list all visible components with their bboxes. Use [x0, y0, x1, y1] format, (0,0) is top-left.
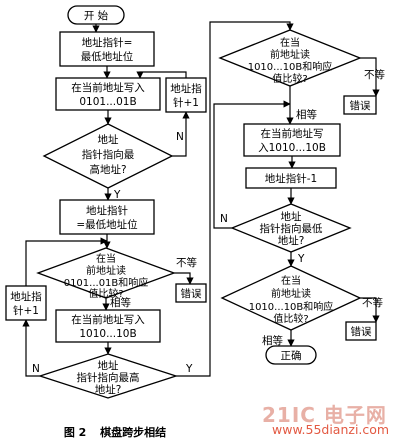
- edge-dec3-no: [213, 100, 291, 229]
- decision-highest-1-line1: 地址: [98, 133, 119, 146]
- watermark-logo: 21IC 电子网: [262, 403, 387, 427]
- cmp1-eq-label: 相等: [110, 296, 131, 309]
- figure-title: 棋盘跨步相结: [100, 426, 167, 439]
- increment-pointer-box-2: [5, 285, 47, 321]
- error-box-2: [343, 95, 377, 115]
- increment-1-line1: 地址指: [170, 82, 202, 95]
- init-pointer-box: [59, 31, 155, 67]
- cmp3-line2: 前地址读: [271, 287, 311, 300]
- edge-inc2-back: [25, 237, 108, 286]
- increment-2-line2: 针+1: [13, 304, 39, 317]
- edge-cmp3-neq: [360, 297, 380, 323]
- reset-pointer-line1: 地址指针: [86, 204, 128, 217]
- write-1010-right-line2: 入1010...10B: [258, 142, 326, 154]
- cmp1-line1: 在当: [96, 252, 116, 265]
- correct-terminal: [265, 345, 317, 365]
- decision-highest-2-line1: 地址: [98, 359, 119, 372]
- write-0101-line1: 在当前地址写入: [71, 81, 145, 94]
- edge-dec1-no: [172, 111, 190, 157]
- error-box-1: [175, 283, 207, 303]
- cmp2-line1: 在当: [280, 36, 300, 49]
- watermark-url: www.55dianzi.com: [272, 422, 390, 437]
- increment-pointer-box-1: [165, 77, 207, 113]
- figure-caption: 图 2 棋盘跨步相结: [0, 424, 230, 440]
- decision-highest-2-line2: 指针指向最高: [77, 371, 140, 384]
- cmp3-line1: 在当: [281, 274, 301, 287]
- cmp1-line2: 前地址读: [86, 264, 126, 277]
- cmp2-line3: 1010...10B和响应: [248, 60, 333, 73]
- dec3-no-label: N: [220, 213, 228, 225]
- cmp2-line4: 值比较?: [272, 72, 307, 85]
- dec3-yes-label: Y: [297, 253, 305, 265]
- dec2-no-label: N: [32, 363, 40, 375]
- init-pointer-line1: 地址指针=: [82, 36, 133, 49]
- init-pointer-line2: 最低地址位: [81, 50, 134, 63]
- correct-label: 正确: [281, 349, 302, 362]
- cmp2-line2: 前地址读: [270, 48, 310, 61]
- dec1-yes-label: Y: [113, 189, 121, 201]
- write-0101-line2: 0101...01B: [79, 96, 136, 108]
- cmp1-line4: 值比较?: [88, 287, 123, 300]
- figure-number: 图 2: [63, 426, 87, 439]
- cmp2-eq-label: 相等: [296, 108, 317, 121]
- write-1010-line1: 在当前地址写入: [71, 313, 145, 326]
- start-label: 开 始: [84, 9, 109, 22]
- error-1-label: 错误: [181, 287, 202, 300]
- decision-lowest-line2: 指针指向最低: [260, 222, 323, 235]
- decision-highest-1-line2: 指针指向最: [82, 148, 135, 161]
- cmp3-line3: 1010...10B和响应: [249, 300, 334, 313]
- edge-dec2-no: [22, 319, 40, 377]
- edge-inc1-back: [136, 71, 187, 79]
- error-2-label: 错误: [350, 99, 371, 112]
- edge-cmp2-neq: [360, 57, 380, 97]
- decrement-pointer-label: 地址指针-1: [265, 172, 317, 185]
- decision-highest-2: [37, 353, 179, 399]
- cmp3-line4: 值比较?: [273, 312, 308, 325]
- error-3-label: 错误: [351, 325, 372, 338]
- write-1010-right-line1: 在当前地址写: [261, 127, 324, 140]
- increment-1-line2: 针+1: [173, 96, 199, 109]
- reset-pointer-line2: =最低地址位: [76, 218, 138, 231]
- error-box-3: [345, 321, 377, 341]
- cmp1-neq-label: 不等: [176, 256, 197, 269]
- dec1-no-label: N: [176, 131, 184, 143]
- decision-highest-2-line3: 地址?: [95, 383, 122, 396]
- cmp3-eq-label: 相等: [262, 334, 283, 347]
- decision-lowest-line3: 地址?: [278, 234, 305, 247]
- write-1010-right-box: [243, 123, 341, 157]
- decision-lowest-line1: 地址: [281, 210, 302, 223]
- cmp2-neq-label: 不等: [364, 68, 385, 81]
- edge-cmp1-neq: [174, 272, 194, 285]
- reset-pointer-box: [59, 199, 155, 235]
- cmp3-neq-label: 不等: [362, 296, 383, 309]
- cmp1-line3: 0101...01B和响应: [64, 276, 149, 289]
- increment-2-line1: 地址指: [10, 290, 42, 303]
- write-1010-line2: 1010...10B: [79, 328, 136, 340]
- dec2-yes-label: Y: [185, 363, 193, 375]
- edge-dec2-yes: [176, 21, 294, 377]
- decision-highest-1-line3: 高地址?: [89, 163, 126, 176]
